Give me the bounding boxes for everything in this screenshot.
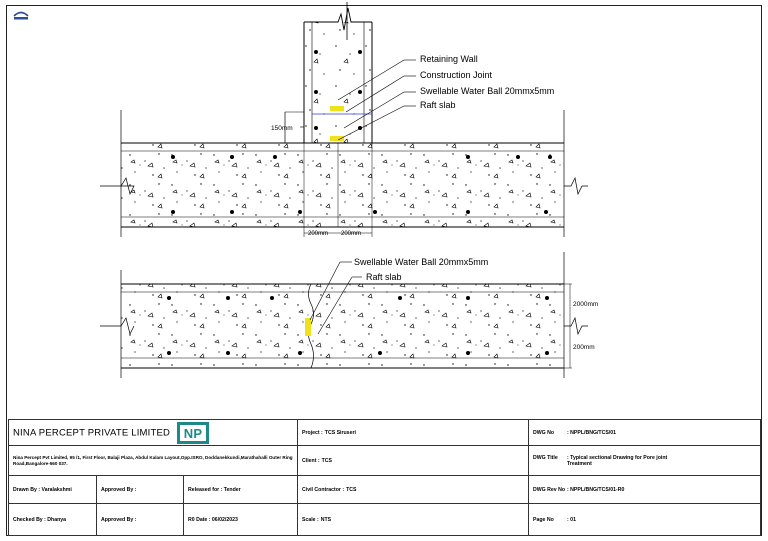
page-no-value: : 01 xyxy=(567,516,576,523)
dim-150mm: 150mm xyxy=(271,125,293,132)
label-retaining-wall: Retaining Wall xyxy=(420,54,478,64)
scale-value: NTS xyxy=(320,516,332,523)
raft-slab-lower xyxy=(121,284,564,368)
label-swellable-ball-lower: Swellable Water Ball 20mmx5mm xyxy=(354,257,488,267)
dwg-rev-value: : NPPL/BNG/TCS/01-R0 xyxy=(567,486,625,493)
swellable-water-ball-upper-2 xyxy=(330,136,344,141)
drawn-by: Drawn By : Varalakshmi xyxy=(8,475,97,504)
raft-slab-upper xyxy=(121,143,564,227)
np-logo-text: NP xyxy=(184,426,203,441)
swellable-water-ball-lower xyxy=(305,318,311,336)
wall-break-line xyxy=(304,7,372,31)
label-swellable-ball-upper: Swellable Water Ball 20mmx5mm xyxy=(420,86,554,96)
page-no-cell: Page No: 01 xyxy=(528,503,762,536)
dim-200mm-left: 200mm xyxy=(308,231,328,237)
title-block: NINA PERCEPT PRIVATE LIMITED NP Project … xyxy=(7,419,762,536)
company-logo-icon xyxy=(13,11,29,20)
project-cell: Project :TCS Siruseri xyxy=(297,419,530,446)
sectional-drawing: 150mm xyxy=(100,2,598,378)
np-logo-icon: NP xyxy=(176,421,209,444)
dwg-title-value: : Typical sectional Drawing for Pore joi… xyxy=(567,454,668,467)
approved-by-1: Approved By : xyxy=(96,475,184,504)
dwg-no-cell: DWG No: NPPL/BNG/TCS/01 xyxy=(528,419,762,446)
released-for: Released for : Tender xyxy=(182,475,299,504)
label-raft-slab-upper: Raft slab xyxy=(420,100,456,110)
retaining-wall xyxy=(304,22,372,143)
approved-by-2: Approved By : xyxy=(96,503,184,536)
client-cell: Client :TCS xyxy=(297,445,530,476)
upper-section: 150mm xyxy=(100,2,588,237)
company-name: NINA PERCEPT PRIVATE LIMITED xyxy=(13,427,171,439)
swellable-water-ball-upper xyxy=(330,106,344,111)
project-value: TCS Siruseri xyxy=(324,429,356,436)
dim-200mm-right: 200mm xyxy=(341,231,361,237)
checked-by: Checked By : Dhanya xyxy=(8,503,97,536)
dwg-title-cell: DWG Title: Typical sectional Drawing for… xyxy=(528,445,762,476)
civil-contractor-value: TCS xyxy=(346,486,357,493)
dwg-no-value: : NPPL/BNG/TCS/01 xyxy=(567,429,617,436)
label-raft-slab-lower: Raft slab xyxy=(366,272,402,282)
label-construction-joint: Construction Joint xyxy=(420,70,493,80)
address: Nina Percept Pvt Limited, 95 /1, First F… xyxy=(7,445,299,476)
client-value: TCS xyxy=(321,457,332,464)
scale-cell: Scale :NTS xyxy=(297,503,530,536)
lower-section: 2000mm 200mm Swellable Water Ball 20mmx5… xyxy=(100,252,598,378)
sheet-border xyxy=(6,5,762,536)
r0-date: R0 Date : 06/02/2023 xyxy=(182,503,299,536)
company-name-cell: NINA PERCEPT PRIVATE LIMITED NP xyxy=(7,419,299,446)
civil-contractor-cell: Civil Contractor :TCS xyxy=(297,475,530,504)
dwg-rev-cell: DWG Rev No: NPPL/BNG/TCS/01-R0 xyxy=(528,475,762,504)
dim-200mm-lower: 200mm xyxy=(573,344,595,351)
dim-2000mm: 2000mm xyxy=(573,301,598,308)
